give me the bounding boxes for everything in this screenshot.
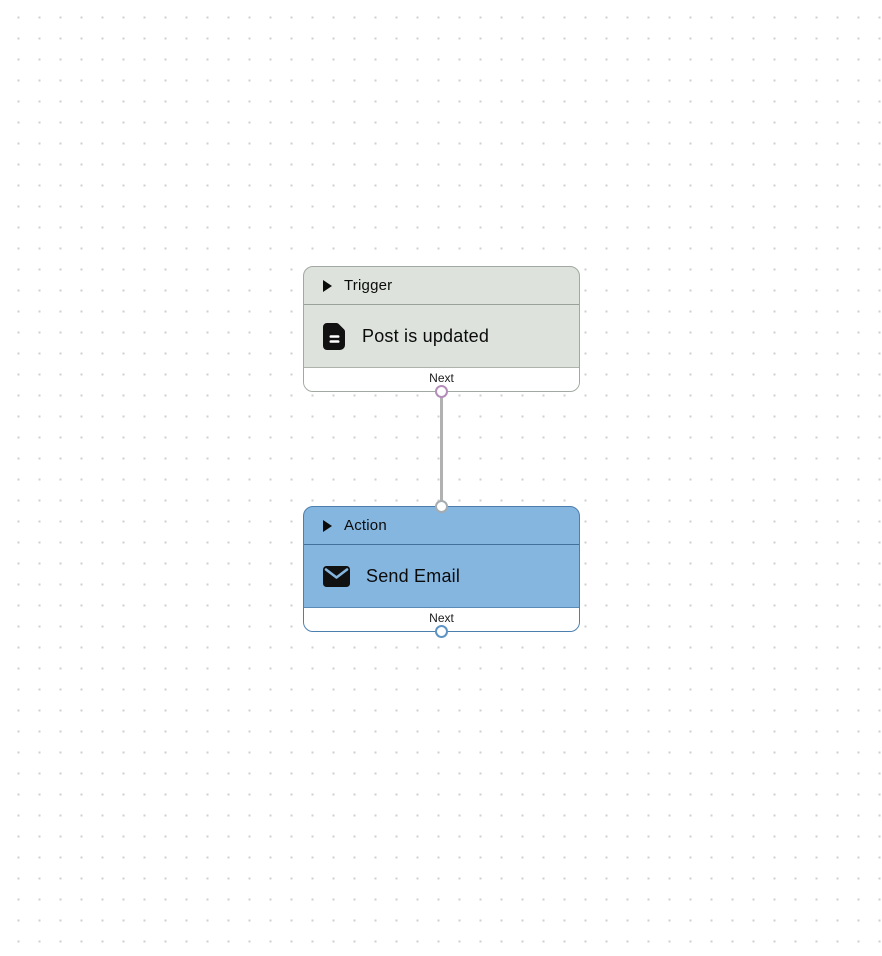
action-next-label: Next bbox=[429, 611, 454, 625]
trigger-next-label: Next bbox=[429, 371, 454, 385]
action-node-header: Action bbox=[304, 507, 579, 545]
trigger-node[interactable]: Trigger Post is updated Next bbox=[303, 266, 580, 398]
trigger-node-header: Trigger bbox=[304, 267, 579, 305]
connector-edge[interactable] bbox=[440, 394, 443, 507]
trigger-title: Post is updated bbox=[362, 325, 490, 346]
action-output-handle[interactable] bbox=[435, 625, 448, 638]
action-node-body: Send Email bbox=[304, 545, 579, 607]
action-node[interactable]: Action Send Email Next bbox=[303, 500, 580, 638]
action-type-label: Action bbox=[344, 517, 387, 534]
caret-right-icon[interactable] bbox=[322, 279, 332, 292]
action-title: Send Email bbox=[366, 565, 461, 586]
trigger-output-handle[interactable] bbox=[435, 385, 448, 398]
document-icon bbox=[323, 322, 346, 350]
trigger-node-body: Post is updated bbox=[304, 305, 579, 367]
trigger-type-label: Trigger bbox=[344, 277, 393, 294]
envelope-icon bbox=[323, 565, 350, 587]
caret-right-icon[interactable] bbox=[322, 519, 332, 532]
action-node-footer: Next bbox=[304, 607, 579, 631]
action-input-handle[interactable] bbox=[435, 500, 448, 513]
